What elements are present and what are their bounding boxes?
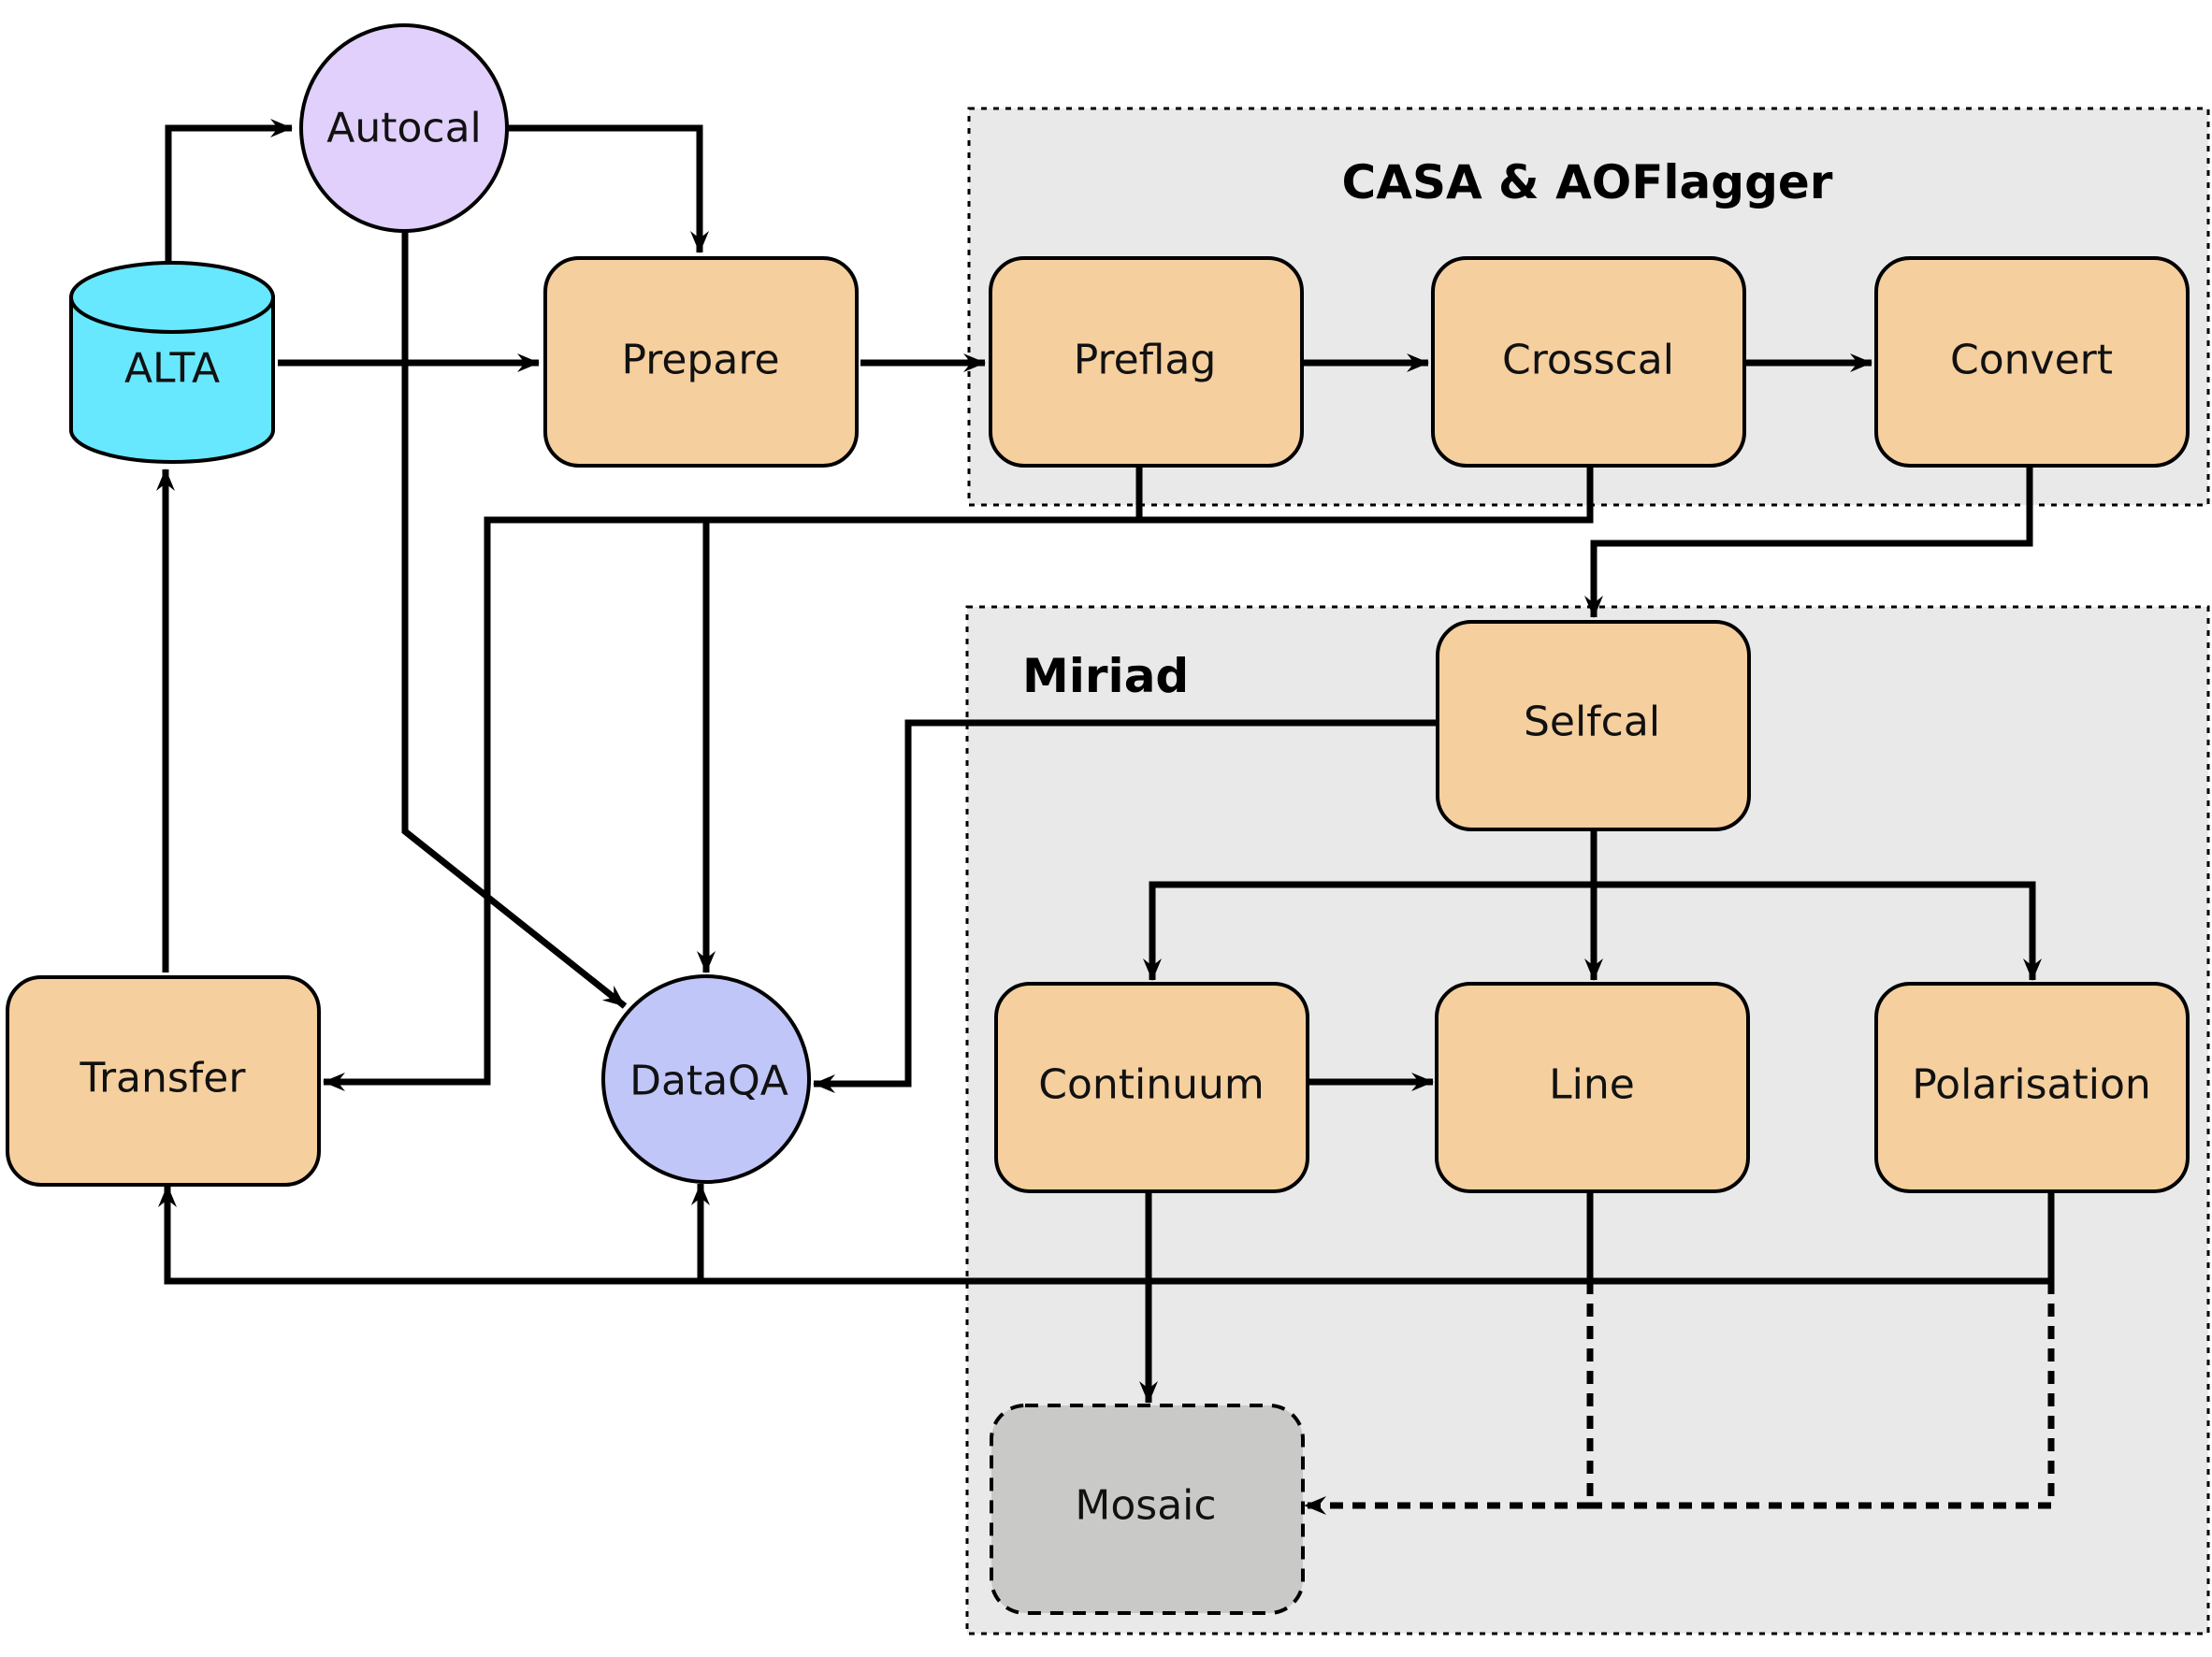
edge-autocal-prepare — [507, 124, 709, 253]
edge-crosscal-transfer — [323, 466, 1594, 1091]
group-miriad-title: Miriad — [1022, 649, 1189, 703]
node-polarisation: Polarisation — [1874, 982, 2190, 1193]
node-crosscal: Crosscal — [1431, 256, 1746, 468]
node-selfcal-label: Selfcal — [1524, 699, 1660, 746]
node-convert-label: Convert — [1950, 337, 2113, 384]
node-preflag: Preflag — [989, 256, 1304, 468]
node-transfer: Transfer — [6, 975, 321, 1187]
node-autocal: Autocal — [299, 23, 509, 233]
edge-autocal-dataqa — [401, 230, 628, 1009]
node-polarisation-label: Polarisation — [1912, 1061, 2151, 1109]
edge-selfcal-dataqa — [813, 719, 1437, 1093]
node-continuum-label: Continuum — [1038, 1061, 1265, 1109]
edge-polarisation-dataqa — [691, 1183, 2055, 1285]
edge-continuum-transfer — [158, 1185, 1149, 1285]
edge-alta-autocal — [165, 119, 293, 264]
node-convert: Convert — [1874, 256, 2190, 468]
node-mosaic: Mosaic — [990, 1404, 1305, 1615]
node-dataqa: DataQA — [601, 974, 811, 1184]
edge-polarisation-mosaic — [1590, 1281, 2055, 1509]
node-line-label: Line — [1549, 1061, 1635, 1109]
node-continuum: Continuum — [994, 982, 1309, 1193]
node-transfer-label: Transfer — [80, 1055, 247, 1102]
node-preflag-label: Preflag — [1074, 337, 1217, 384]
edge-selfcal-polarisation — [1594, 881, 2042, 981]
edge-convert-selfcal — [1584, 466, 2033, 618]
node-dataqa-label: DataQA — [629, 1058, 788, 1105]
node-prepare-label: Prepare — [621, 337, 779, 384]
node-alta-label: ALTA — [124, 345, 220, 393]
node-selfcal: Selfcal — [1436, 620, 1751, 831]
group-casa-title: CASA & AOFlagger — [1342, 155, 1833, 209]
node-alta: ALTA — [69, 261, 275, 464]
node-prepare: Prepare — [543, 256, 859, 468]
edges — [156, 119, 2055, 1515]
node-line: Line — [1435, 982, 1750, 1193]
node-mosaic-label: Mosaic — [1075, 1482, 1216, 1530]
node-autocal-label: Autocal — [326, 105, 482, 152]
node-crosscal-label: Crosscal — [1502, 337, 1674, 384]
